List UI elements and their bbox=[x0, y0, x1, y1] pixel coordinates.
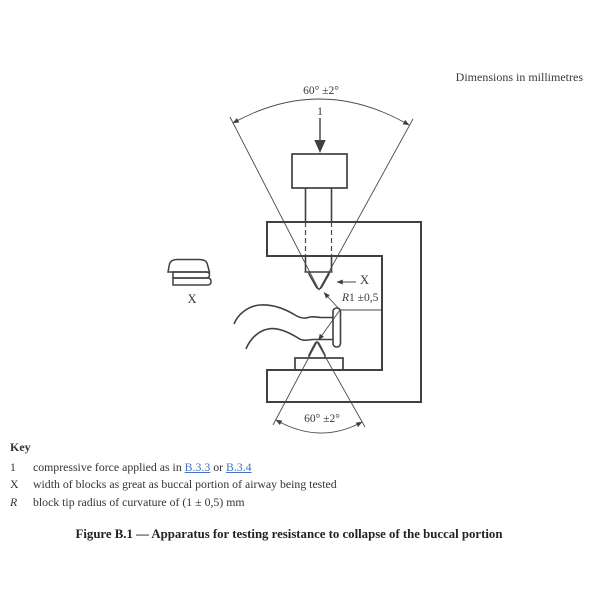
key-symbol: 1 bbox=[10, 460, 16, 474]
key-section: Key 1 compressive force applied as in B.… bbox=[10, 440, 570, 511]
key-description: block tip radius of curvature of (1 ± 0,… bbox=[33, 494, 245, 509]
side-view-block-plate2 bbox=[172, 277, 212, 286]
bottom-angle-lines bbox=[272, 341, 366, 428]
tip-radius-symbol: R bbox=[342, 292, 350, 304]
dimensions-note: Dimensions in millimetres bbox=[455, 70, 583, 84]
figure-caption: Figure B.1 — Apparatus for testing resis… bbox=[75, 527, 503, 541]
key-symbol: R bbox=[10, 494, 18, 509]
r1-leader-lower bbox=[318, 309, 341, 341]
link-b33[interactable]: B.3.3 bbox=[184, 460, 211, 474]
lower-block-base bbox=[294, 357, 344, 371]
top-angle-label: 60° ±2° bbox=[303, 85, 339, 97]
block-width-label: X bbox=[360, 273, 370, 287]
side-view-width-label: X bbox=[187, 292, 197, 306]
airway-tube-bottom bbox=[245, 327, 333, 350]
plunger-tip bbox=[304, 271, 333, 290]
r1-leader-upper bbox=[323, 292, 341, 311]
key-item-radius: R block tip radius of curvature of (1 ± … bbox=[10, 494, 570, 511]
key-symbol: X bbox=[10, 477, 19, 492]
tip-radius-value: 1 ±0,5 bbox=[349, 292, 379, 304]
key-heading: Key bbox=[10, 440, 31, 454]
key-item-force: 1 compressive force applied as in B.3.3 … bbox=[10, 459, 570, 476]
top-angle-arc bbox=[232, 98, 410, 126]
bottom-angle-label: 60° ±2° bbox=[304, 413, 340, 425]
force-ref-label: 1 bbox=[317, 104, 323, 118]
key-description: width of blocks as great as buccal porti… bbox=[33, 477, 337, 492]
key-description: compressive force applied as in B.3.3 or… bbox=[33, 460, 252, 474]
side-view-block-plate1 bbox=[172, 271, 211, 279]
plunger-shaft bbox=[304, 188, 333, 272]
tip-radius-label: R1 ±0,5 bbox=[342, 292, 378, 304]
plunger-head bbox=[291, 153, 348, 189]
side-view-block-dome bbox=[167, 258, 211, 273]
key-item-width: X width of blocks as great as buccal por… bbox=[10, 476, 570, 493]
plunger-shaft-hidden bbox=[304, 222, 333, 256]
force-arrow-head bbox=[314, 140, 326, 153]
lower-block-tip bbox=[308, 341, 326, 358]
top-angle-lines bbox=[229, 116, 414, 291]
bottom-angle-arc bbox=[275, 419, 363, 434]
airway-flange bbox=[332, 307, 342, 348]
airway-tube-top bbox=[233, 304, 333, 325]
link-b34[interactable]: B.3.4 bbox=[225, 460, 252, 474]
